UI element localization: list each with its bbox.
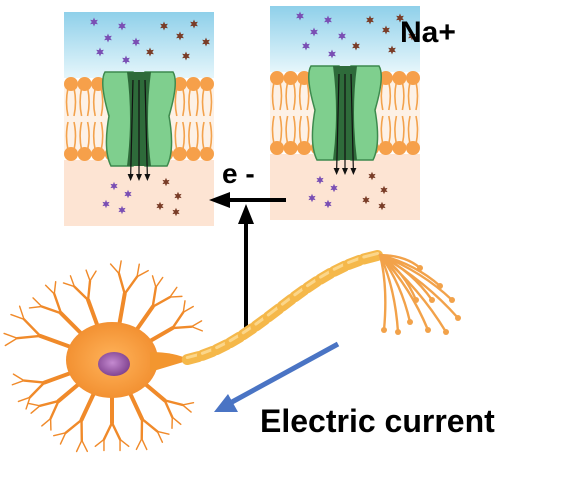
dendrite-branch <box>170 287 177 297</box>
dendrite-branch <box>111 264 119 273</box>
lipid-head-lower <box>64 147 78 161</box>
dendrite-branch <box>125 277 137 294</box>
lipid-head-lower <box>297 141 311 155</box>
dendrite-branch <box>31 406 40 413</box>
dendrite-branch <box>82 440 87 451</box>
axon-terminals <box>380 255 461 335</box>
dendrite-branch <box>173 312 184 328</box>
dendrite-branch <box>95 439 104 446</box>
dendrite-branch <box>142 419 157 432</box>
lipid-head-lower <box>200 147 214 161</box>
extracellular-region <box>64 12 214 78</box>
dendrite-branch <box>112 423 120 440</box>
lipid-head-lower <box>392 141 406 155</box>
ion-channel <box>309 66 382 175</box>
lipid-head-lower <box>91 147 105 161</box>
lipid-head-lower <box>270 141 284 155</box>
dendrite-branch <box>183 301 185 312</box>
dendrite-branch <box>137 264 139 276</box>
lipid-head-lower <box>406 141 420 155</box>
dendrite-branch <box>74 287 88 300</box>
lipid-head-lower <box>173 147 187 161</box>
terminal-bouton <box>381 327 387 333</box>
dendrite-branch <box>30 383 44 398</box>
nucleus <box>98 352 130 376</box>
dendrite-branch <box>192 321 202 327</box>
terminal-bouton <box>429 297 435 303</box>
lipid-head-lower <box>284 141 298 155</box>
dendrite-branch <box>4 333 17 338</box>
lipid-head-lower <box>78 147 92 161</box>
dendrite-branch <box>173 327 192 328</box>
dendrite-branch <box>29 403 40 405</box>
dendrite-branch <box>86 270 90 281</box>
lipid-head-upper <box>200 77 214 91</box>
dendrite-branch <box>119 261 121 273</box>
sodium-ion-label: Na+ <box>400 16 456 50</box>
dendrite-branch <box>137 271 148 277</box>
terminal-bouton <box>449 297 455 303</box>
dendrite-branch <box>170 296 182 297</box>
dendrite-branch <box>66 420 82 433</box>
dendrite-branch <box>120 439 129 446</box>
membrane-panel-left <box>64 12 214 226</box>
dendrite-branch <box>30 307 42 308</box>
lipid-head-upper <box>284 71 298 85</box>
dendrite-branch <box>33 298 42 307</box>
membrane-panel-right <box>270 6 420 220</box>
dendrite-branch <box>156 277 163 287</box>
dendrite-branch <box>24 319 40 336</box>
dendrite-branch <box>136 439 141 450</box>
dendrite-branch <box>183 405 191 412</box>
dendrite-branch <box>77 440 82 451</box>
lipid-head-upper <box>186 77 200 91</box>
lipid-head-upper <box>406 71 420 85</box>
dendrite-branch <box>13 374 23 380</box>
dendrite-branch <box>46 285 55 294</box>
terminal-bouton <box>425 327 431 333</box>
dendrite-branch <box>183 306 193 312</box>
dendrite-branch <box>153 297 170 307</box>
dendrite-branch <box>12 381 24 385</box>
lipid-head-upper <box>64 77 78 91</box>
dendrite-branch <box>24 381 44 383</box>
lipid-head-upper <box>78 77 92 91</box>
dendrite-branch <box>172 417 180 424</box>
dendrite-branch <box>104 423 112 440</box>
extracellular-region <box>270 6 420 72</box>
terminal-bouton <box>455 315 461 321</box>
dendrite-branch <box>42 419 51 426</box>
terminal-bouton <box>407 319 413 325</box>
dendrite-branch <box>153 276 156 287</box>
ion-channel <box>103 72 176 181</box>
dendrite-branch <box>142 439 147 450</box>
dendrite-branch <box>119 273 125 293</box>
terminal-bouton <box>413 297 419 303</box>
dendrite-branch <box>90 271 96 281</box>
dendrite-branch <box>17 336 40 338</box>
dendrite-branch <box>54 282 55 294</box>
dendrite-branch <box>192 327 203 331</box>
dendrite-branch <box>88 281 90 300</box>
lipid-head-lower <box>379 141 393 155</box>
electric-current-label: Electric current <box>260 403 495 440</box>
lipid-head-lower <box>186 147 200 161</box>
electron-label: e - <box>222 158 255 190</box>
dendrite-branch <box>183 403 194 405</box>
lipid-head-upper <box>270 71 284 85</box>
dendrite-branch <box>5 338 17 345</box>
terminal-bouton <box>395 329 401 335</box>
current-arrow <box>214 344 338 412</box>
axon <box>187 253 377 359</box>
lipid-head-upper <box>392 71 406 85</box>
terminal-bouton <box>443 329 449 335</box>
dendrite-branch <box>153 287 156 307</box>
